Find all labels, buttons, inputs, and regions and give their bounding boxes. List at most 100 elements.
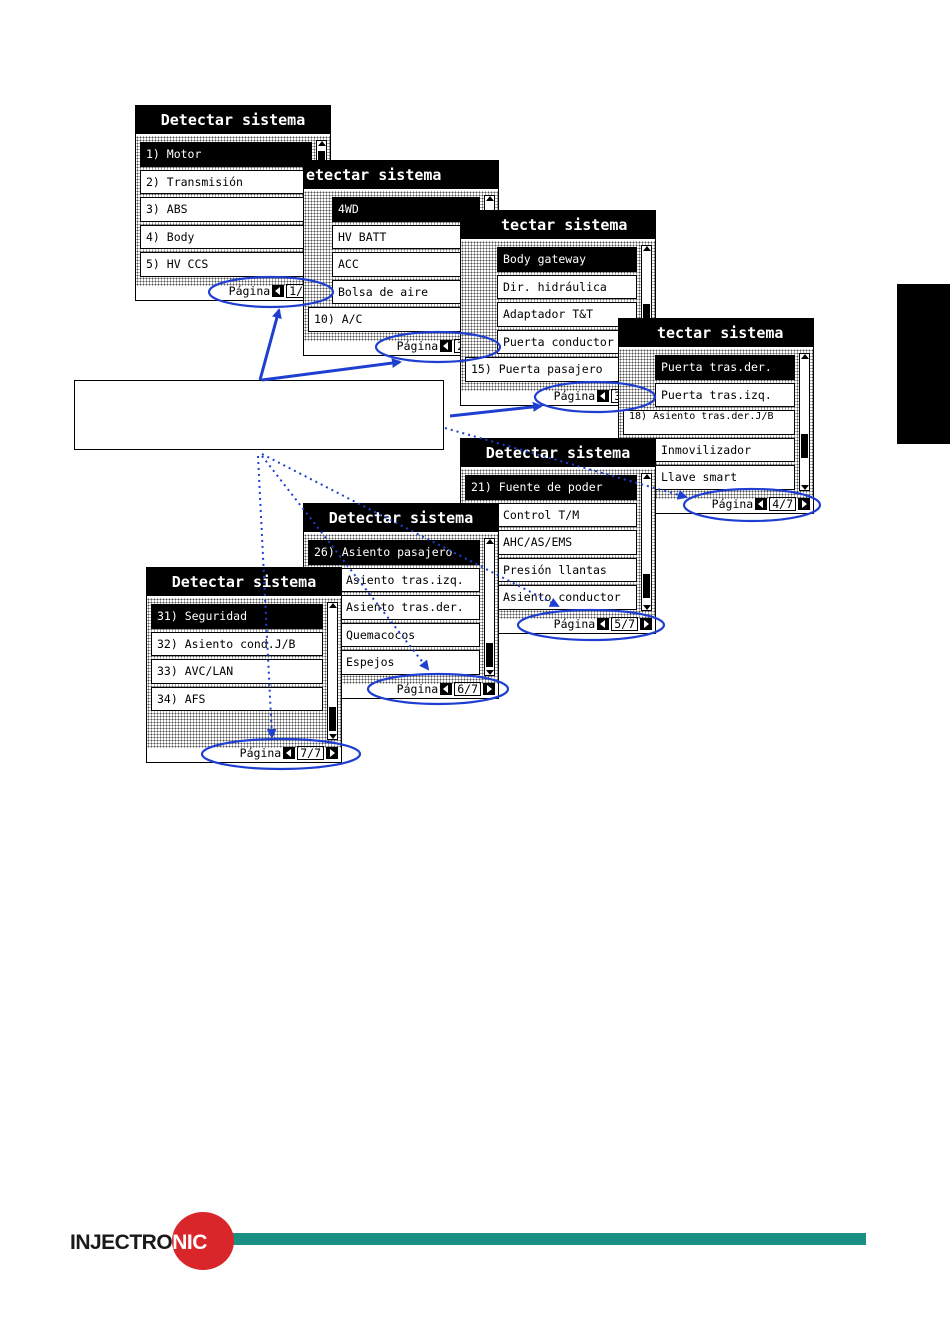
pager: Página 5/7 [554, 616, 652, 631]
menu-item-acc[interactable]: ACC [332, 252, 480, 277]
scrollbar[interactable] [641, 473, 652, 611]
menu-item-fuente-de-poder[interactable]: 21) Fuente de poder [465, 475, 637, 500]
next-page-icon[interactable] [798, 497, 810, 510]
screen-page-3: tectar sistema Body gateway Dir. hidrául… [460, 210, 656, 406]
pager: Página 6/7 [397, 681, 495, 696]
menu-item-hv-batt[interactable]: HV BATT [332, 224, 480, 249]
menu-item-asiento-tras-izq[interactable]: Asiento tras.izq. [340, 567, 480, 592]
callout-box [74, 380, 444, 450]
menu-item-asiento-conductor[interactable]: Asiento conductor [497, 585, 637, 610]
logo-text-tail: NIC [172, 1231, 207, 1254]
scroll-down-icon[interactable] [486, 670, 494, 675]
scroll-up-icon[interactable] [643, 246, 651, 251]
scroll-up-icon[interactable] [318, 141, 326, 146]
menu-item-motor[interactable]: 1) Motor [140, 142, 312, 167]
logo-circle [172, 1212, 234, 1270]
scroll-up-icon[interactable] [643, 474, 651, 479]
menu-item-asiento-tras-der-jb[interactable]: 18) Asiento tras.der.J/B [623, 410, 795, 435]
injectronic-logo: INJECTRONIC [70, 1230, 207, 1256]
screen-title: Detectar sistema [136, 106, 330, 134]
footer-band [228, 1233, 866, 1245]
screen-title: Detectar sistema [304, 504, 498, 532]
menu-item-body[interactable]: 4) Body [140, 224, 312, 249]
scroll-down-icon[interactable] [643, 605, 651, 610]
prev-page-icon[interactable] [283, 746, 296, 759]
menu-list: 1) Motor 2) Transmisión 3) ABS 4) Body 5… [136, 136, 330, 286]
scroll-thumb[interactable] [801, 434, 808, 458]
scroll-up-icon[interactable] [486, 539, 494, 544]
scroll-up-icon[interactable] [801, 354, 809, 359]
prev-page-icon[interactable] [597, 389, 610, 402]
menu-item-4wd[interactable]: 4WD [332, 197, 480, 222]
page-label: Página [396, 338, 439, 353]
menu-item-puerta-conductor[interactable]: Puerta conductor [497, 329, 637, 354]
menu-item-hv-ccs[interactable]: 5) HV CCS [140, 252, 312, 277]
scroll-down-icon[interactable] [329, 734, 337, 739]
menu-item-transmision[interactable]: 2) Transmisión [140, 169, 312, 194]
next-page-icon[interactable] [640, 617, 652, 630]
screen-title: etectar sistema [304, 161, 498, 189]
page-label: Página [553, 388, 596, 403]
arrow-to-page-2 [261, 358, 402, 382]
menu-item-asiento-pasajero[interactable]: 26) Asiento pasajero [308, 540, 480, 565]
menu-item-presion-llantas[interactable]: Presión llantas [497, 557, 637, 582]
scroll-thumb[interactable] [643, 304, 650, 328]
page-label: Página [228, 283, 271, 298]
page-label: Página [396, 681, 439, 696]
section-tab-marker [897, 284, 950, 444]
page-label: Página [239, 745, 282, 760]
logo-text: INJECTRO [70, 1231, 173, 1254]
menu-item-afs[interactable]: 34) AFS [151, 686, 323, 711]
arrow-to-page-3 [449, 401, 543, 418]
menu-item-control-tm[interactable]: Control T/M [497, 502, 637, 527]
pager: Página 4/7 [712, 496, 810, 511]
screen-page-7: Detectar sistema 31) Seguridad 32) Asien… [146, 567, 342, 763]
menu-item-inmovilizador[interactable]: Inmovilizador [655, 437, 795, 462]
menu-item-adaptador[interactable]: Adaptador T&T [497, 302, 637, 327]
scroll-thumb[interactable] [643, 574, 650, 598]
menu-item-abs[interactable]: 3) ABS [140, 197, 312, 222]
scroll-thumb[interactable] [486, 643, 493, 667]
scroll-up-icon[interactable] [486, 196, 494, 201]
next-page-icon[interactable] [483, 682, 495, 695]
menu-item-puerta-pasajero[interactable]: 15) Puerta pasajero [465, 357, 637, 382]
menu-item-quemacocos[interactable]: Quemacocos [340, 622, 480, 647]
scroll-thumb[interactable] [329, 707, 336, 731]
menu-item-ac[interactable]: 10) A/C [308, 307, 480, 332]
page-label: Página [711, 496, 754, 511]
arrow-to-page-1 [258, 308, 282, 381]
prev-page-icon[interactable] [440, 339, 453, 352]
prev-page-icon[interactable] [755, 497, 768, 510]
screen-page-1: Detectar sistema 1) Motor 2) Transmisión… [135, 105, 331, 301]
prev-page-icon[interactable] [597, 617, 610, 630]
scroll-up-icon[interactable] [329, 603, 337, 608]
menu-item-dir-hidraulica[interactable]: Dir. hidráulica [497, 274, 637, 299]
screen-title: Detectar sistema [461, 439, 655, 467]
scrollbar[interactable] [327, 602, 338, 740]
menu-item-seguridad[interactable]: 31) Seguridad [151, 604, 323, 629]
menu-item-puerta-tras-izq[interactable]: Puerta tras.izq. [655, 382, 795, 407]
prev-page-icon[interactable] [272, 284, 285, 297]
screen-title: Detectar sistema [147, 568, 341, 596]
menu-item-ahc-as-ems[interactable]: AHC/AS/EMS [497, 530, 637, 555]
menu-item-espejos[interactable]: Espejos [340, 650, 480, 675]
menu-item-avc-lan[interactable]: 33) AVC/LAN [151, 659, 323, 684]
page-number: 6/7 [454, 681, 481, 696]
menu-item-body-gateway[interactable]: Body gateway [497, 247, 637, 272]
scroll-down-icon[interactable] [801, 485, 809, 490]
menu-list: 31) Seguridad 32) Asiento cond.J/B 33) A… [147, 598, 341, 748]
menu-item-llave-smart[interactable]: Llave smart [655, 465, 795, 490]
menu-item-puerta-tras-der[interactable]: Puerta tras.der. [655, 355, 795, 380]
page-label: Página [553, 616, 596, 631]
menu-item-asiento-cond-jb[interactable]: 32) Asiento cond.J/B [151, 631, 323, 656]
prev-page-icon[interactable] [440, 682, 453, 695]
next-page-icon[interactable] [326, 746, 338, 759]
scrollbar[interactable] [484, 538, 495, 676]
page-number: 4/7 [769, 496, 796, 511]
scrollbar[interactable] [799, 353, 810, 491]
menu-item-bolsa-de-aire[interactable]: Bolsa de aire [332, 279, 480, 304]
menu-item-asiento-tras-der[interactable]: Asiento tras.der. [340, 595, 480, 620]
page-number: 5/7 [611, 616, 638, 631]
menu-list: Body gateway Dir. hidráulica Adaptador T… [461, 241, 655, 391]
screen-title: tectar sistema [619, 319, 813, 347]
